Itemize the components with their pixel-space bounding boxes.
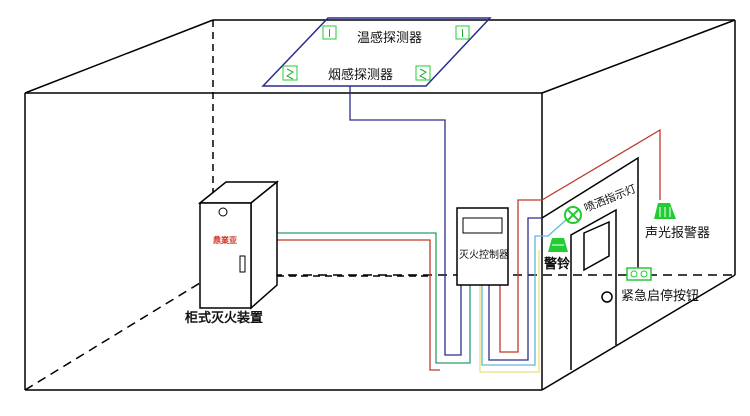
emergency-button-label: 紧急启停按钮: [621, 288, 699, 304]
cabinet-fire-extinguisher: [197, 180, 280, 310]
smoke-detector-icon: [282, 65, 298, 81]
smoke-detector-label: 烟感探测器: [328, 67, 393, 83]
wiring: [277, 86, 661, 373]
temp-detector-icon: [322, 25, 337, 40]
spray-indicator-label: 喷洒指示灯: [582, 181, 638, 215]
temp-detector-icon: [455, 25, 470, 40]
alarm-bell-label: 警铃: [544, 256, 570, 272]
temp-detector-label: 温感探测器: [357, 30, 422, 46]
spray-indicator-light-icon: [564, 206, 582, 224]
emergency-stop-button-icon: [626, 267, 652, 281]
sound-light-alarm-icon: [654, 203, 676, 219]
sound-light-alarm-label: 声光报警器: [645, 225, 710, 241]
cabinet-logo: 鼎業亚: [213, 235, 237, 245]
controller-label: 灭火控制器: [459, 248, 509, 261]
alarm-bell-icon: [548, 238, 568, 252]
fire-controller: [456, 207, 509, 286]
ceiling-detector-panel: [261, 17, 492, 87]
smoke-detector-icon: [415, 65, 431, 81]
cabinet-label: 柜式灭火装置: [184, 310, 263, 326]
door-frame: [541, 156, 639, 370]
